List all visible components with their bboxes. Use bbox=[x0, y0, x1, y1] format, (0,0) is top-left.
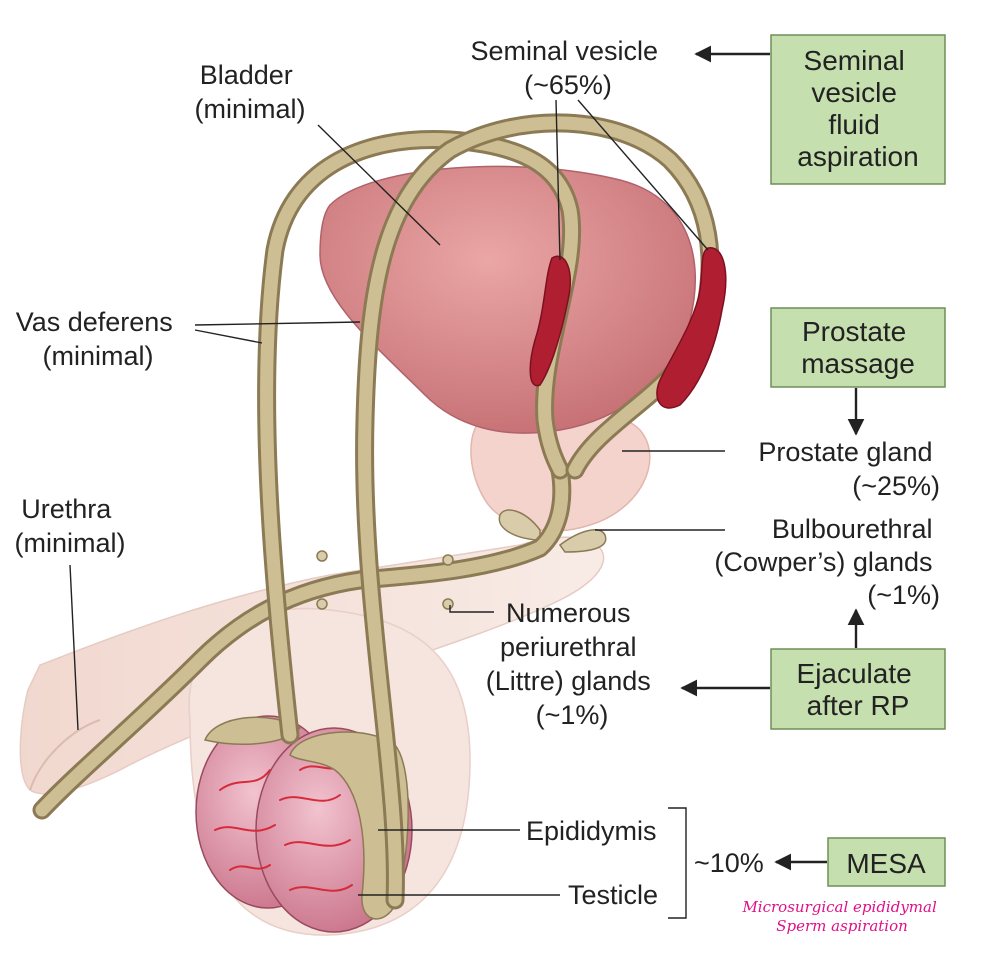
urethra-duct bbox=[32, 460, 572, 820]
handwritten-note: Microsurgical epididymal Sperm aspiratio… bbox=[741, 898, 941, 935]
label-prostate-gland: Prostate gland (~25%) bbox=[758, 437, 940, 501]
label-bladder: Bladder (minimal) bbox=[195, 60, 306, 124]
label-bulbourethral-glands: Bulbourethral (Cowper’s) glands (~1%) bbox=[714, 514, 940, 610]
svg-text:MESA: MESA bbox=[846, 848, 926, 879]
seminal-vesicles bbox=[529, 247, 727, 409]
bulbourethral-glands bbox=[498, 509, 607, 553]
svg-text:Prostate massage: Prostate massage bbox=[801, 316, 915, 379]
label-testicle: Testicle bbox=[568, 880, 658, 910]
box-ejaculate-after-rp: Ejaculate after RP bbox=[770, 648, 946, 730]
label-ten-percent: ~10% bbox=[694, 848, 764, 878]
label-vas-deferens: Vas deferens (minimal) bbox=[16, 307, 181, 371]
box-seminal-vesicle-aspiration: Seminal vesicle fluid aspiration bbox=[770, 34, 946, 185]
svg-text:Seminal vesicle fl: Seminal vesicle fluid aspiration bbox=[797, 45, 918, 172]
leader-lines bbox=[69, 99, 725, 919]
box-prostate-massage: Prostate massage bbox=[770, 307, 946, 388]
label-urethra: Urethra (minimal) bbox=[15, 494, 126, 558]
label-seminal-vesicle: Seminal vesicle (~65%) bbox=[470, 36, 665, 100]
label-epididymis: Epididymis bbox=[526, 816, 657, 846]
arrows bbox=[680, 45, 865, 871]
epididymis bbox=[203, 716, 409, 920]
box-mesa: MESA bbox=[827, 837, 946, 887]
label-periurethral-glands: Numerous periurethral (Littre) glands (~… bbox=[486, 598, 659, 730]
svg-text:Ejaculate after RP: Ejaculate after RP bbox=[797, 658, 920, 721]
